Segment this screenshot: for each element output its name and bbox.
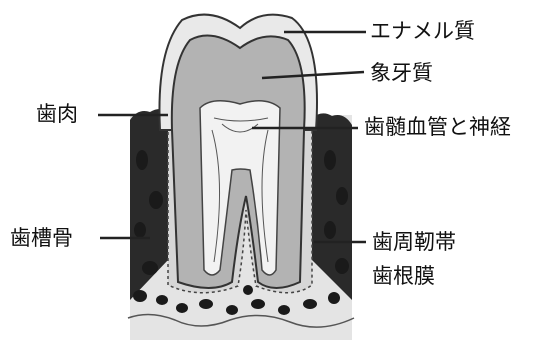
- label-alveolar-bone: 歯槽骨: [10, 228, 73, 249]
- label-gingiva: 歯肉: [36, 104, 78, 125]
- label-dentin: 象牙質: [370, 63, 433, 84]
- label-periodontal-membrane: 歯根膜: [372, 266, 435, 287]
- label-enamel: エナメル質: [370, 21, 475, 42]
- label-periodontal-ligament: 歯周靭帯: [372, 232, 456, 253]
- label-pulp: 歯髄血管と神経: [364, 117, 511, 138]
